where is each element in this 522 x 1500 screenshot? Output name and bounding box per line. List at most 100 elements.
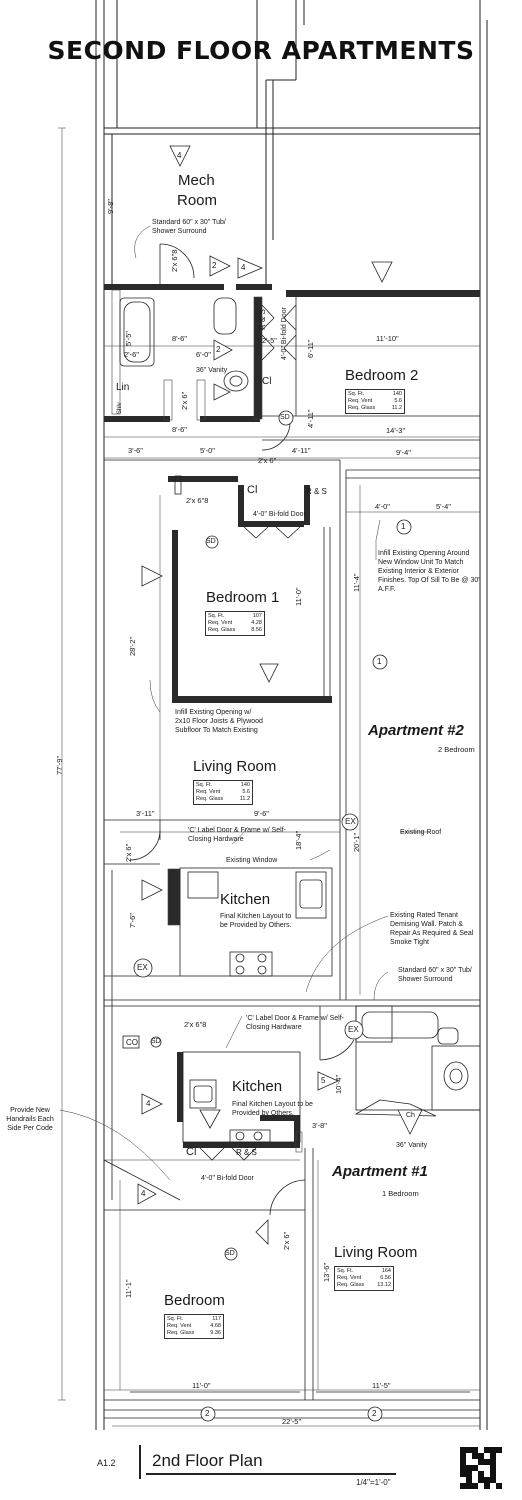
title-block-divider (139, 1445, 141, 1479)
dim-door-lower-entry: 2'x 6"8 (184, 1020, 207, 1029)
tag-rs-lower: R & S (236, 1148, 257, 1157)
note-bifold-lower: 4'-0" Bi-fold Door (201, 1175, 254, 1182)
dim-bed2-width2: 14'-3" (386, 426, 406, 435)
room-mech-line2: Room (177, 192, 218, 209)
note-kitchen-lower: Final Kitchen Layout to be Provided by O… (232, 1101, 313, 1117)
note-kitchen-upper: Final Kitchen Layout to be Provided by O… (220, 913, 292, 929)
dim-20-1: 20'-1" (352, 832, 361, 852)
note-vanity-upper: 36" Vanity (196, 367, 228, 374)
tag-ex-roof: EX (345, 817, 356, 826)
dim-bath-w2: 8'-6" (172, 334, 187, 343)
note-infill-floor: Infill Existing Opening w/ 2x10 Floor Jo… (175, 709, 263, 734)
note-bifold-upper: 4'-0" Bi-fold Door (281, 307, 288, 360)
tag-d2-mech: 2 (212, 261, 217, 270)
note-demising-wall: Existing Rated Tenant Demising Wall. Pat… (390, 912, 474, 946)
dim-11-0-lower: 11'-0" (192, 1381, 211, 1390)
note-vanity-lower: 36" Vanity (396, 1142, 428, 1149)
tag-w1-top: 1 (401, 522, 406, 531)
note-infill-window: Infill Existing Opening Around New Windo… (378, 550, 481, 593)
apartment-2-type: 2 Bedroom (438, 745, 475, 754)
dim-4-11: 4'-11" (292, 446, 311, 455)
room-linen: Lin (116, 382, 130, 393)
apartment-1-type: 1 Bedroom (382, 1189, 419, 1198)
room-closet-lower: Cl (186, 1146, 197, 1158)
tag-sd-bed1: SD (206, 538, 216, 545)
tag-sd-bedroom: SD (225, 1250, 235, 1257)
dim-door-upper-entry: 2'x 6" (124, 843, 133, 862)
dim-bath-w4: 8'-6" (172, 425, 187, 434)
dim-2-5: 2'-5" (262, 336, 277, 345)
tag-rs-bed2: R & S (258, 309, 267, 330)
dim-9-4: 9'-4" (396, 448, 411, 457)
tag-d4-top: 4 (241, 263, 246, 272)
tag-sd-bed2: SD (280, 414, 290, 421)
dim-28-2: 28'-2" (128, 636, 137, 656)
dim-9-6: 9'-6" (254, 809, 269, 818)
tag-w1-bed: 1 (377, 657, 382, 666)
dim-bath-w3: 6'-0" (196, 350, 211, 359)
note-handrails: Provide New Handrails Each Side Per Code (6, 1107, 54, 1132)
dim-3-6: 3'-6" (128, 446, 143, 455)
note-c-label-lower: 'C' Label Door & Frame w/ Self-Closing H… (246, 1015, 344, 1031)
sheet-scale: 1/4"=1'-0" (356, 1478, 391, 1487)
dim-door-mech: 2'x 6"8 (170, 249, 179, 272)
apartment-1-name: Apartment #1 (332, 1163, 428, 1180)
dim-7-6: 7'-6" (128, 913, 137, 928)
sheet-number: A1.2 (97, 1458, 116, 1468)
room-living-lower: Living Room (334, 1244, 418, 1261)
dim-bath-height: 5'-5" (124, 331, 133, 346)
dim-5-0: 5'-0" (200, 446, 215, 455)
tag-ex-bath: EX (348, 1025, 359, 1034)
tag-w2-right: 2 (372, 1409, 377, 1418)
tag-d2-bath: 2 (216, 345, 221, 354)
dim-mech-height: 9'-8" (106, 199, 115, 214)
dim-overall-height: 77'-9" (55, 755, 64, 775)
dim-10-4: 10'-4" (334, 1074, 343, 1094)
dim-door-bed1: 2'x 6"8 (186, 496, 209, 505)
dim-13-6: 13'-6" (322, 1262, 331, 1282)
apartment-2-name: Apartment #2 (368, 722, 464, 739)
title-block-underline (146, 1473, 396, 1475)
dim-door-lower-bed: 2'x 6" (282, 1231, 291, 1250)
tag-d4-stair: 4 (141, 1189, 146, 1198)
note-existing-roof: Existing Roof (400, 829, 442, 836)
dim-5-4: 5'-4" (436, 502, 451, 511)
note-bifold-middle: 4'-0" Bi-fold Door (253, 511, 306, 518)
dim-11-0: 11'-0" (294, 587, 303, 606)
dim-22-5: 22'-5" (282, 1417, 302, 1426)
room-kitchen-upper: Kitchen (220, 891, 271, 908)
tag-co: CO (126, 1038, 138, 1047)
page-title: SECOND FLOOR APARTMENTS (47, 36, 475, 65)
tag-shlv: Shlv (117, 402, 123, 414)
room-bedroom-lower: Bedroom (164, 1292, 225, 1309)
tag-rs-upper: R & S (306, 487, 327, 496)
dim-3-11: 3'-11" (136, 809, 155, 818)
note-tub-upper: Standard 60" x 30" Tub/ Shower Surround (152, 219, 226, 235)
dim-3-8: 3'-8" (312, 1121, 327, 1130)
dim-bed2-height: 6'-11" (306, 339, 315, 358)
room-closet-bed2: Cl (262, 376, 272, 387)
dim-bath-w1: 2'-6" (124, 350, 139, 359)
tag-w2-left: 2 (205, 1409, 210, 1418)
room-living-upper: Living Room (193, 758, 277, 775)
tag-d5: 5 (321, 1076, 326, 1085)
dim-bed2-height2: 4'-11" (306, 409, 315, 428)
tag-ch: Ch (406, 1112, 415, 1119)
room-kitchen-lower: Kitchen (232, 1078, 283, 1095)
tag-ex-stair: EX (137, 963, 148, 972)
note-tub-lower: Standard 60" x 30" Tub/ Shower Surround (398, 967, 472, 983)
dim-4-0: 4'-0" (375, 502, 390, 511)
dim-18-4: 18'-4" (294, 830, 303, 850)
room-bedroom1: Bedroom 1 (206, 589, 280, 606)
note-existing-window: Existing Window (226, 857, 278, 864)
dim-door-bed2: 2'x 6" (258, 456, 277, 465)
dim-11-1: 11'-1" (124, 1279, 133, 1298)
tag-d4-mech: 4 (177, 151, 182, 160)
tag-d4-kitchen: 4 (146, 1099, 151, 1108)
tag-sd-lower: SD (151, 1038, 161, 1045)
